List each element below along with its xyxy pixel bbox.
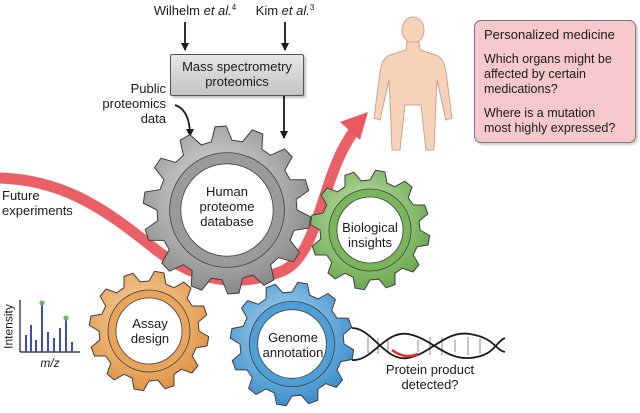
- public-proteomics-label: Public proteomics data: [86, 81, 166, 126]
- kim-name: Kim: [255, 3, 282, 18]
- gear-blue-hub: [257, 309, 327, 379]
- kim-citation: Kim et al.3: [250, 3, 320, 18]
- genome-line1: Genome: [268, 330, 318, 345]
- gear-gray-hub: [180, 163, 274, 257]
- wilhelm-citation: Wilhelm et al.4: [150, 3, 240, 18]
- public-line3: data: [140, 111, 166, 126]
- personalized-medicine-box: [474, 20, 636, 143]
- wilhelm-ref: 4: [231, 3, 237, 12]
- mass-spec-line2: proteomics: [205, 74, 269, 89]
- future-line2: experiments: [2, 203, 73, 218]
- pm-q2-line2: most highly expressed?: [484, 121, 616, 135]
- human-proteome-line1: Human: [206, 184, 248, 199]
- protein-line2: detected?: [401, 377, 459, 392]
- human-proteome-label: Human proteome database: [182, 184, 272, 229]
- dna-helix-icon: [351, 327, 506, 361]
- wilhelm-etal: et al.: [203, 3, 232, 18]
- future-line1: Future: [2, 188, 40, 203]
- assay-line1: Assay: [132, 316, 168, 331]
- personalized-title: Personalized medicine: [484, 27, 615, 42]
- biological-line1: Biological: [342, 220, 398, 235]
- human-proteome-gear: [142, 125, 312, 295]
- kim-etal: et al.: [281, 3, 310, 18]
- biological-insights-gear: [309, 169, 431, 291]
- gear-orange-hub: [115, 297, 183, 365]
- pm-q1-line1: Which organs might be: [484, 52, 612, 66]
- future-experiments-label: Future experiments: [2, 188, 100, 218]
- kim-ref: 3: [309, 3, 315, 12]
- human-proteome-line2: proteome: [199, 199, 255, 214]
- mass-spec-line1: Mass spectrometry: [182, 59, 292, 74]
- protein-product-label: Protein product detected?: [375, 362, 485, 392]
- protein-line1: Protein product: [385, 362, 475, 377]
- assay-line2: design: [130, 331, 170, 346]
- public-line2: proteomics: [102, 96, 166, 111]
- human-body-icon: [373, 16, 453, 151]
- pm-q2-line1: Where is a mutation: [484, 106, 596, 120]
- public-line1: Public: [130, 81, 166, 96]
- personalized-question-1: Which organs might be affected by certai…: [484, 52, 612, 97]
- assay-design-label: Assay design: [115, 316, 185, 346]
- genome-annotation-gear: [229, 281, 355, 407]
- assay-design-gear: [88, 270, 210, 392]
- flow-arrowhead: [340, 112, 368, 140]
- spectrum-y-label: Intensity: [1, 304, 16, 349]
- pm-q1-line3: medications?: [484, 82, 558, 96]
- mass-spectrometry-box: [170, 54, 304, 96]
- genome-annotation-label: Genome annotation: [248, 330, 338, 360]
- spectrum-x-label: m/z: [40, 356, 60, 370]
- human-proteome-line3: database: [200, 214, 254, 229]
- genome-line2: annotation: [262, 345, 324, 360]
- biological-insights-label: Biological insights: [330, 220, 410, 250]
- public-data-arrow: [174, 104, 194, 137]
- personalized-question-2: Where is a mutation most highly expresse…: [484, 106, 615, 136]
- wilhelm-name: Wilhelm: [153, 3, 204, 18]
- biological-line2: insights: [347, 235, 393, 250]
- gear-green-hub: [336, 196, 404, 264]
- pm-q1-line2: affected by certain: [484, 67, 586, 81]
- mass-spectrum-icon: [19, 300, 80, 353]
- mass-spectrometry-label: Mass spectrometry proteomics: [170, 59, 304, 89]
